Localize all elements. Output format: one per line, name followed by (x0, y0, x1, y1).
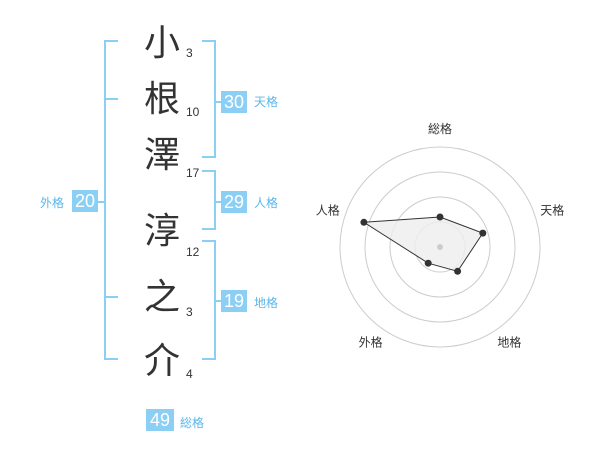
radar-ring (339, 146, 541, 348)
gaikaku-bracket-tick-b (104, 296, 118, 298)
tenkaku-bracket-bottom (202, 156, 216, 158)
radar-center-dot (437, 244, 443, 250)
stroke-count-6: 4 (186, 367, 193, 381)
radar-point-3 (454, 267, 462, 275)
stroke-count-4: 12 (186, 245, 200, 259)
jinkaku-value-badge: 29 (221, 191, 247, 213)
chikaku-value-badge: 19 (221, 290, 247, 312)
jinkaku-label: 人格 (254, 196, 279, 210)
gaikaku-value-badge: 20 (72, 190, 98, 212)
chikaku-label: 地格 (254, 296, 279, 310)
chikaku-bracket-top (202, 240, 216, 242)
gaikaku-bracket-top (104, 40, 118, 42)
radar-axis-label-5: 人格 (316, 203, 340, 218)
stroke-count-1: 3 (186, 46, 193, 60)
stroke-count-3: 17 (186, 166, 200, 180)
radar-axis-label-2: 天格 (540, 203, 564, 218)
soukaku-value-badge: 49 (146, 409, 174, 431)
gaikaku-label: 外格 (40, 196, 65, 210)
jinkaku-connector (214, 201, 222, 203)
name-char-6: 介 (143, 341, 180, 382)
name-char-4: 淳 (143, 211, 180, 252)
gaikaku-bracket-tick-a (104, 98, 118, 100)
radar-point-1 (436, 213, 444, 221)
gaikaku-bracket-bottom (104, 358, 118, 360)
tenkaku-value-badge: 30 (221, 91, 247, 113)
tenkaku-bracket-vertical (214, 40, 216, 158)
name-char-3: 澤 (143, 135, 180, 176)
gaikaku-bracket-vertical (104, 40, 106, 360)
radar-axis-label-1: 総格 (428, 121, 452, 136)
radar-data-polygon (362, 216, 484, 272)
jinkaku-bracket-vertical (214, 170, 216, 230)
name-char-2: 根 (143, 79, 180, 120)
gaikaku-connector (98, 201, 106, 203)
name-char-1: 小 (143, 23, 180, 64)
radar-point-4 (424, 259, 432, 267)
name-char-5: 之 (143, 277, 180, 318)
radar-axis-label-3: 地格 (497, 335, 521, 350)
chikaku-bracket-bottom (202, 358, 216, 360)
stroke-count-5: 3 (186, 305, 193, 319)
tenkaku-bracket-top (202, 40, 216, 42)
radar-axis-label-4: 外格 (359, 335, 383, 350)
radar-ring (389, 196, 491, 298)
soukaku-label: 総格 (180, 416, 205, 430)
tenkaku-label: 天格 (254, 95, 279, 109)
radar-ring (364, 171, 516, 323)
radar-point-2 (479, 229, 487, 237)
stroke-count-2: 10 (186, 105, 200, 119)
tenkaku-connector (214, 101, 222, 103)
jinkaku-bracket-top (202, 170, 216, 172)
jinkaku-bracket-bottom (202, 228, 216, 230)
chikaku-connector (214, 300, 222, 302)
radar-point-5 (360, 218, 368, 226)
